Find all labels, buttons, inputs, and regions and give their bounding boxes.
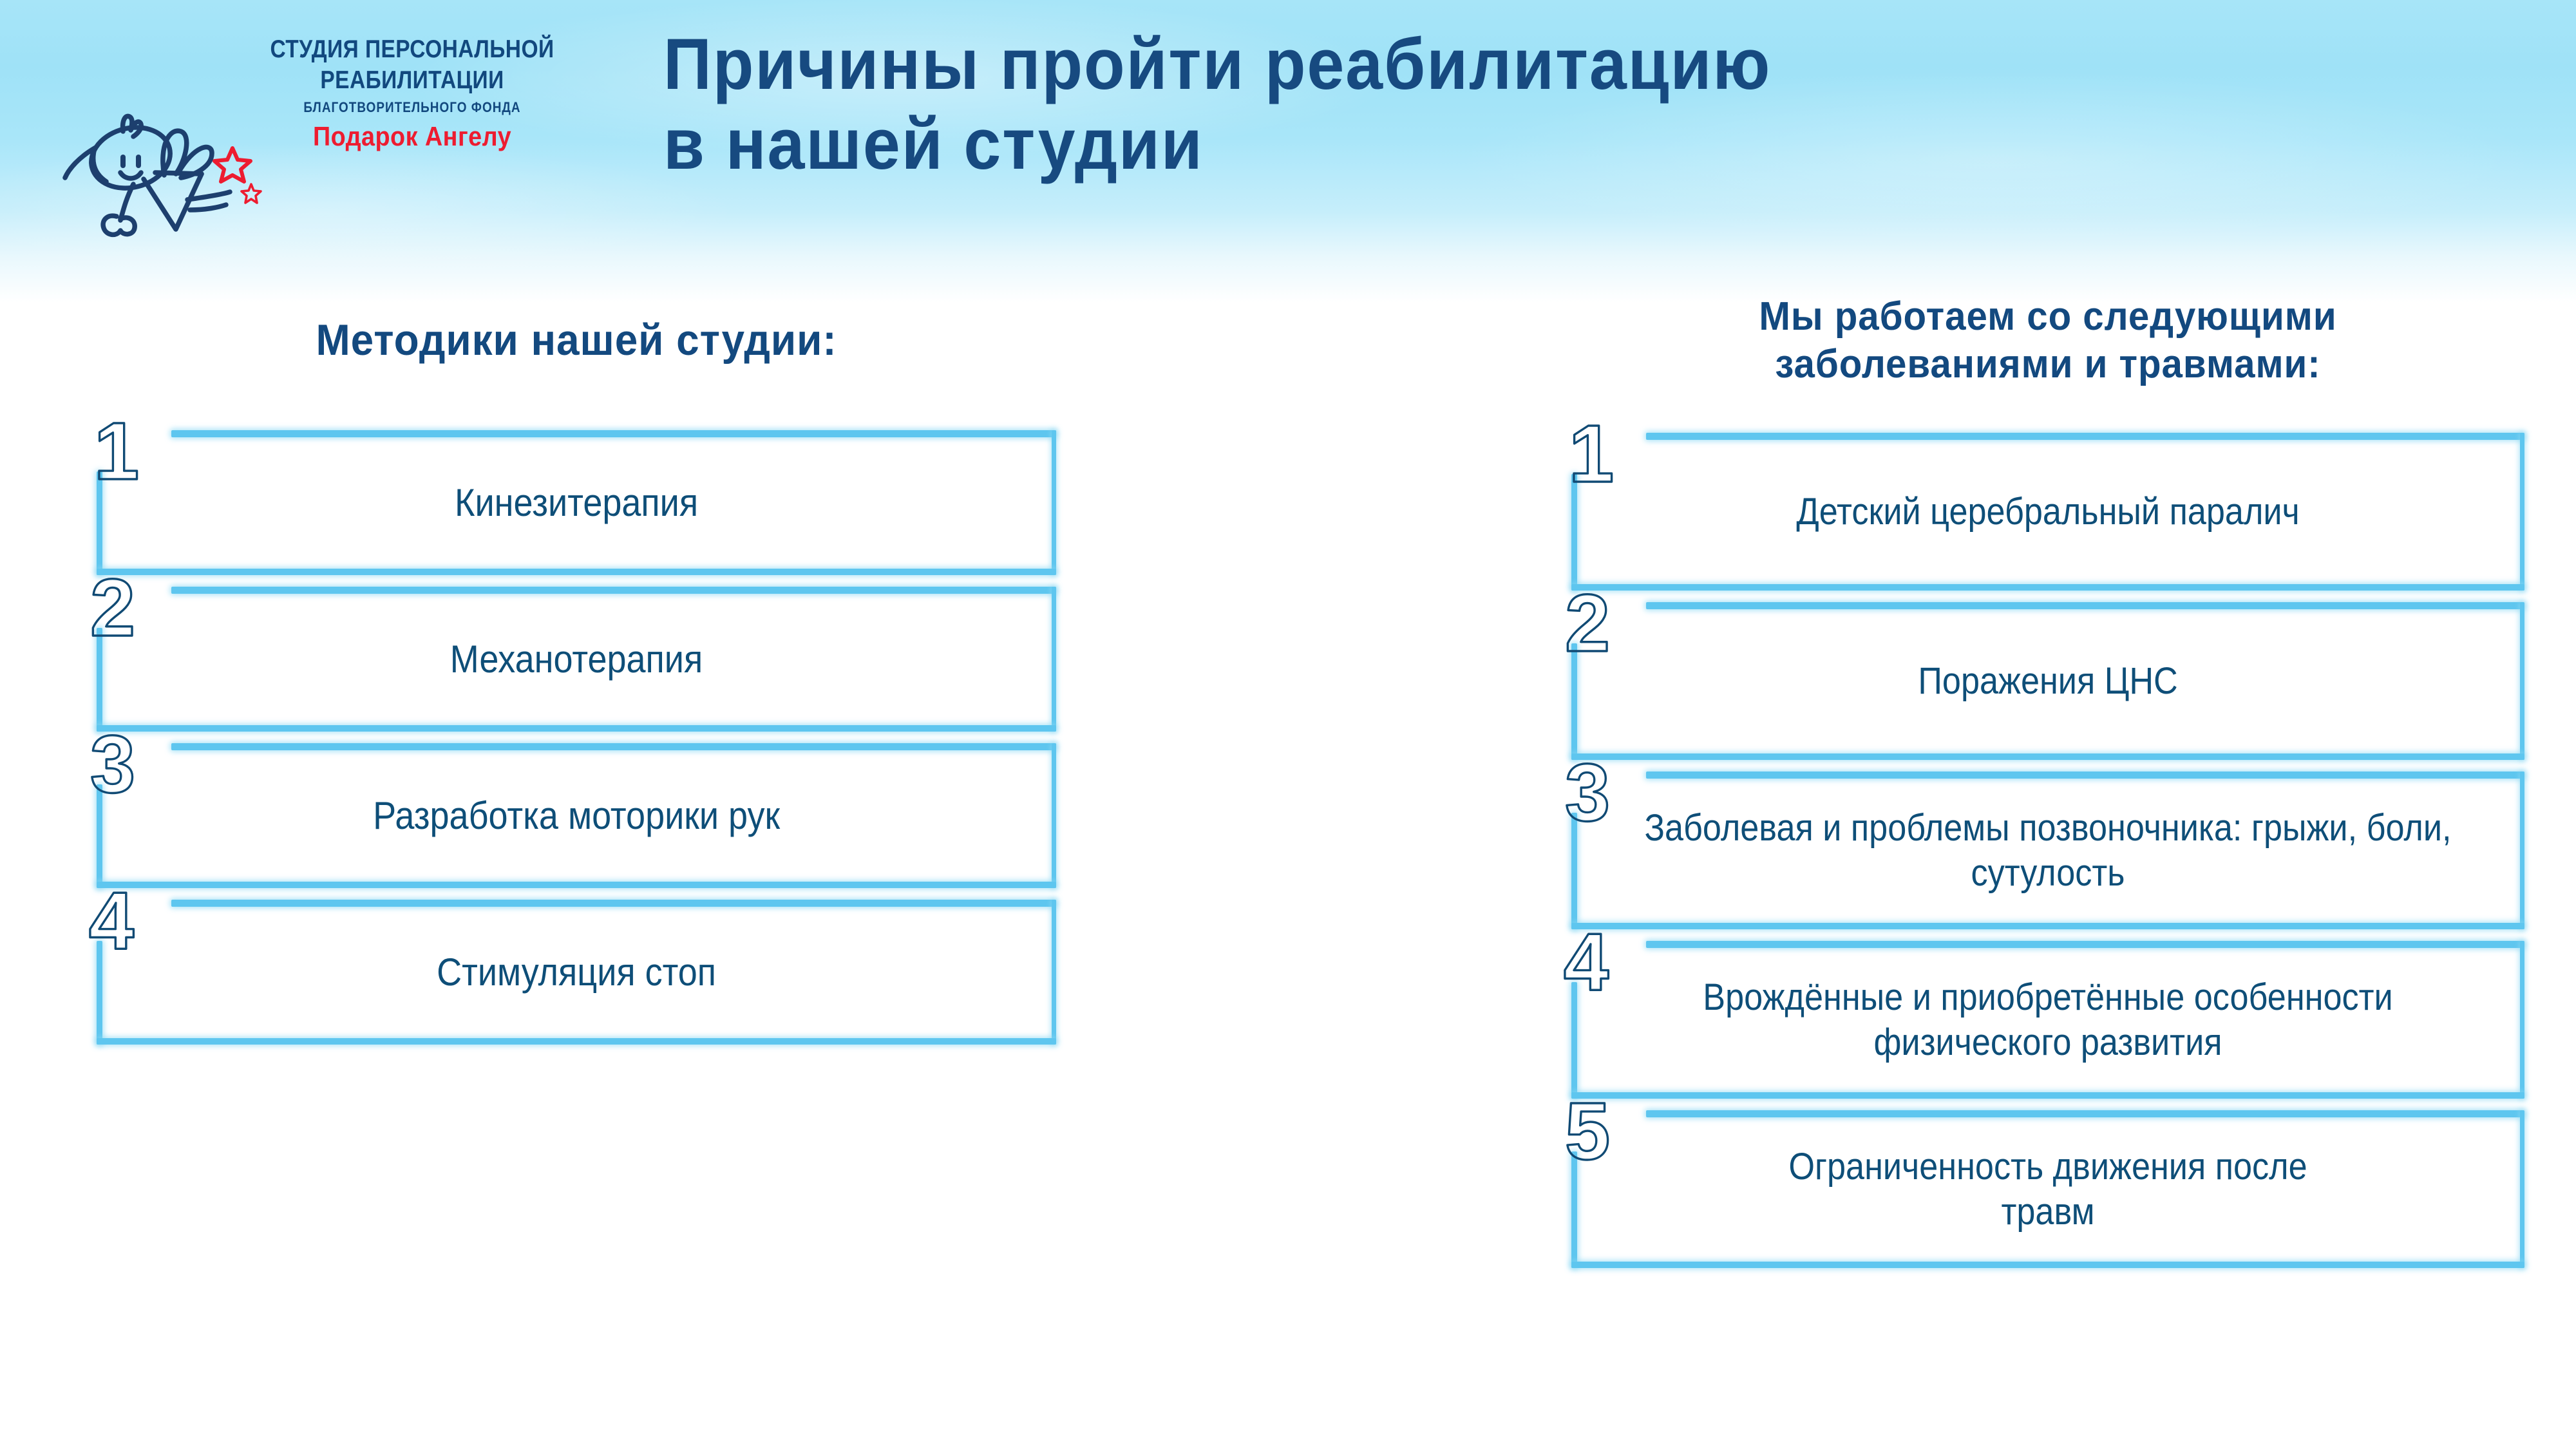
right-column-heading: Мы работаем со следующими заболеваниями …: [1571, 293, 2524, 388]
card-left-border: [1571, 813, 1577, 929]
method-card-2[interactable]: 2 Механотерапия: [89, 561, 1056, 732]
card-top-border: [1646, 1110, 2524, 1117]
method-card-4-label: Стимуляция стоп: [437, 950, 716, 994]
condition-card-1[interactable]: 1 Детский церебральный паралич: [1567, 407, 2524, 591]
method-card-4[interactable]: 4 Стимуляция стоп: [88, 874, 1056, 1045]
method-card-3-label: Разработка моторики рук: [373, 793, 780, 837]
card-left-border: [97, 941, 102, 1045]
condition-card-2[interactable]: 2 Поражения ЦНС: [1564, 576, 2524, 760]
condition-card-4-label: Врождённые и приобретённые особенности ф…: [1703, 976, 2393, 1063]
card-left-border: [1571, 474, 1577, 591]
page-title-line-1: Причины пройти реабилитацию: [663, 24, 1772, 104]
conditions-list: 1 Детский церебральный паралич 2 Поражен…: [1562, 407, 2524, 1280]
card-right-border: [2520, 941, 2524, 1099]
page-title: Причины пройти реабилитацию в нашей студ…: [663, 24, 2209, 184]
card-top-border: [171, 900, 1056, 907]
logo-line-2: РЕАБИЛИТАЦИИ: [320, 66, 504, 94]
card-right-border: [2520, 433, 2524, 591]
card-left-border: [97, 628, 102, 732]
card-right-border: [2520, 772, 2524, 929]
right-column-heading-line-1: Мы работаем со следующими: [1759, 294, 2337, 339]
condition-card-2-label: Поражения ЦНС: [1918, 659, 2178, 702]
card-bottom-border: [97, 1038, 1056, 1045]
card-left-border: [97, 471, 102, 575]
card-bottom-border: [1571, 1092, 2524, 1099]
card-right-border: [1052, 587, 1056, 732]
left-column-heading: Методики нашей студии:: [97, 316, 1056, 365]
logo-line-1: СТУДИЯ ПЕРСОНАЛЬНОЙ: [270, 35, 554, 63]
page-title-line-2: в нашей студии: [663, 104, 1204, 184]
method-card-3[interactable]: 3 Разработка моторики рук: [89, 717, 1056, 888]
method-card-1-label: Кинезитерапия: [454, 480, 699, 524]
card-right-border: [1052, 430, 1056, 575]
card-top-border: [1646, 772, 2524, 779]
card-left-border: [1571, 982, 1577, 1099]
logo-wordmark: СТУДИЯ ПЕРСОНАЛЬНОЙ РЕАБИЛИТАЦИИ БЛАГОТВ…: [200, 35, 625, 155]
angel-girl-icon: [61, 103, 274, 251]
card-top-border: [171, 587, 1056, 594]
card-top-border: [171, 743, 1056, 750]
card-top-border: [1646, 941, 2524, 948]
card-bottom-border: [1571, 584, 2524, 591]
card-bottom-border: [97, 569, 1056, 575]
methods-list: 1 Кинезитерапия 2 Механотерапия 3 Разраб…: [88, 404, 1056, 1056]
card-right-border: [2520, 602, 2524, 760]
logo: СТУДИЯ ПЕРСОНАЛЬНОЙ РЕАБИЛИТАЦИИ БЛАГОТВ…: [61, 19, 615, 251]
method-card-1[interactable]: 1 Кинезитерапия: [93, 404, 1056, 575]
condition-card-1-label: Детский церебральный паралич: [1796, 490, 2300, 533]
card-right-border: [1052, 900, 1056, 1045]
condition-card-3-label: Заболевая и проблемы позвоночника: грыжи…: [1644, 806, 2452, 894]
condition-card-3[interactable]: 3 Заболевая и проблемы позвоночника: гры…: [1564, 746, 2524, 929]
header-banner: [0, 0, 2576, 303]
card-bottom-border: [97, 882, 1056, 888]
card-left-border: [1571, 643, 1577, 760]
condition-card-4[interactable]: 4 Врождённые и приобретённые особенности…: [1562, 915, 2524, 1099]
card-bottom-border: [97, 725, 1056, 732]
condition-card-5-label: Ограниченность движения после травм: [1788, 1145, 2307, 1233]
card-left-border: [97, 784, 102, 888]
method-card-2-label: Механотерапия: [450, 637, 703, 681]
card-bottom-border: [1571, 1262, 2524, 1268]
condition-card-5[interactable]: 5 Ограниченность движения после травм: [1564, 1084, 2524, 1268]
card-bottom-border: [1571, 753, 2524, 760]
card-bottom-border: [1571, 923, 2524, 929]
card-top-border: [171, 430, 1056, 437]
logo-foundation-name: Подарок Ангелу: [312, 121, 512, 151]
logo-line-3: БЛАГОТВОРИТЕЛЬНОГО ФОНДА: [303, 99, 521, 115]
left-column-heading-text: Методики нашей студии:: [316, 316, 837, 365]
card-top-border: [1646, 602, 2524, 609]
card-top-border: [1646, 433, 2524, 440]
right-column-heading-line-2: заболеваниями и травмами:: [1775, 342, 2321, 386]
card-right-border: [1052, 743, 1056, 888]
card-right-border: [2520, 1110, 2524, 1268]
card-left-border: [1571, 1151, 1577, 1268]
